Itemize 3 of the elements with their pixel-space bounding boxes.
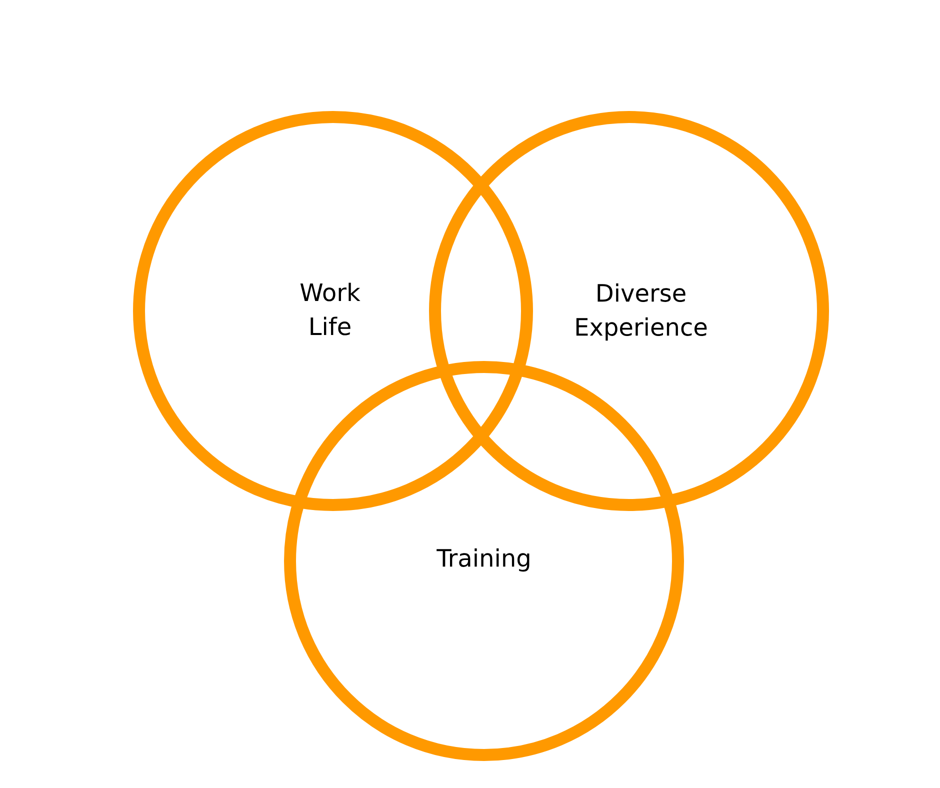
circle-label: Work Life — [300, 282, 360, 336]
circle-label: Diverse Experience — [576, 283, 707, 341]
circle-label: Training — [436, 548, 530, 572]
